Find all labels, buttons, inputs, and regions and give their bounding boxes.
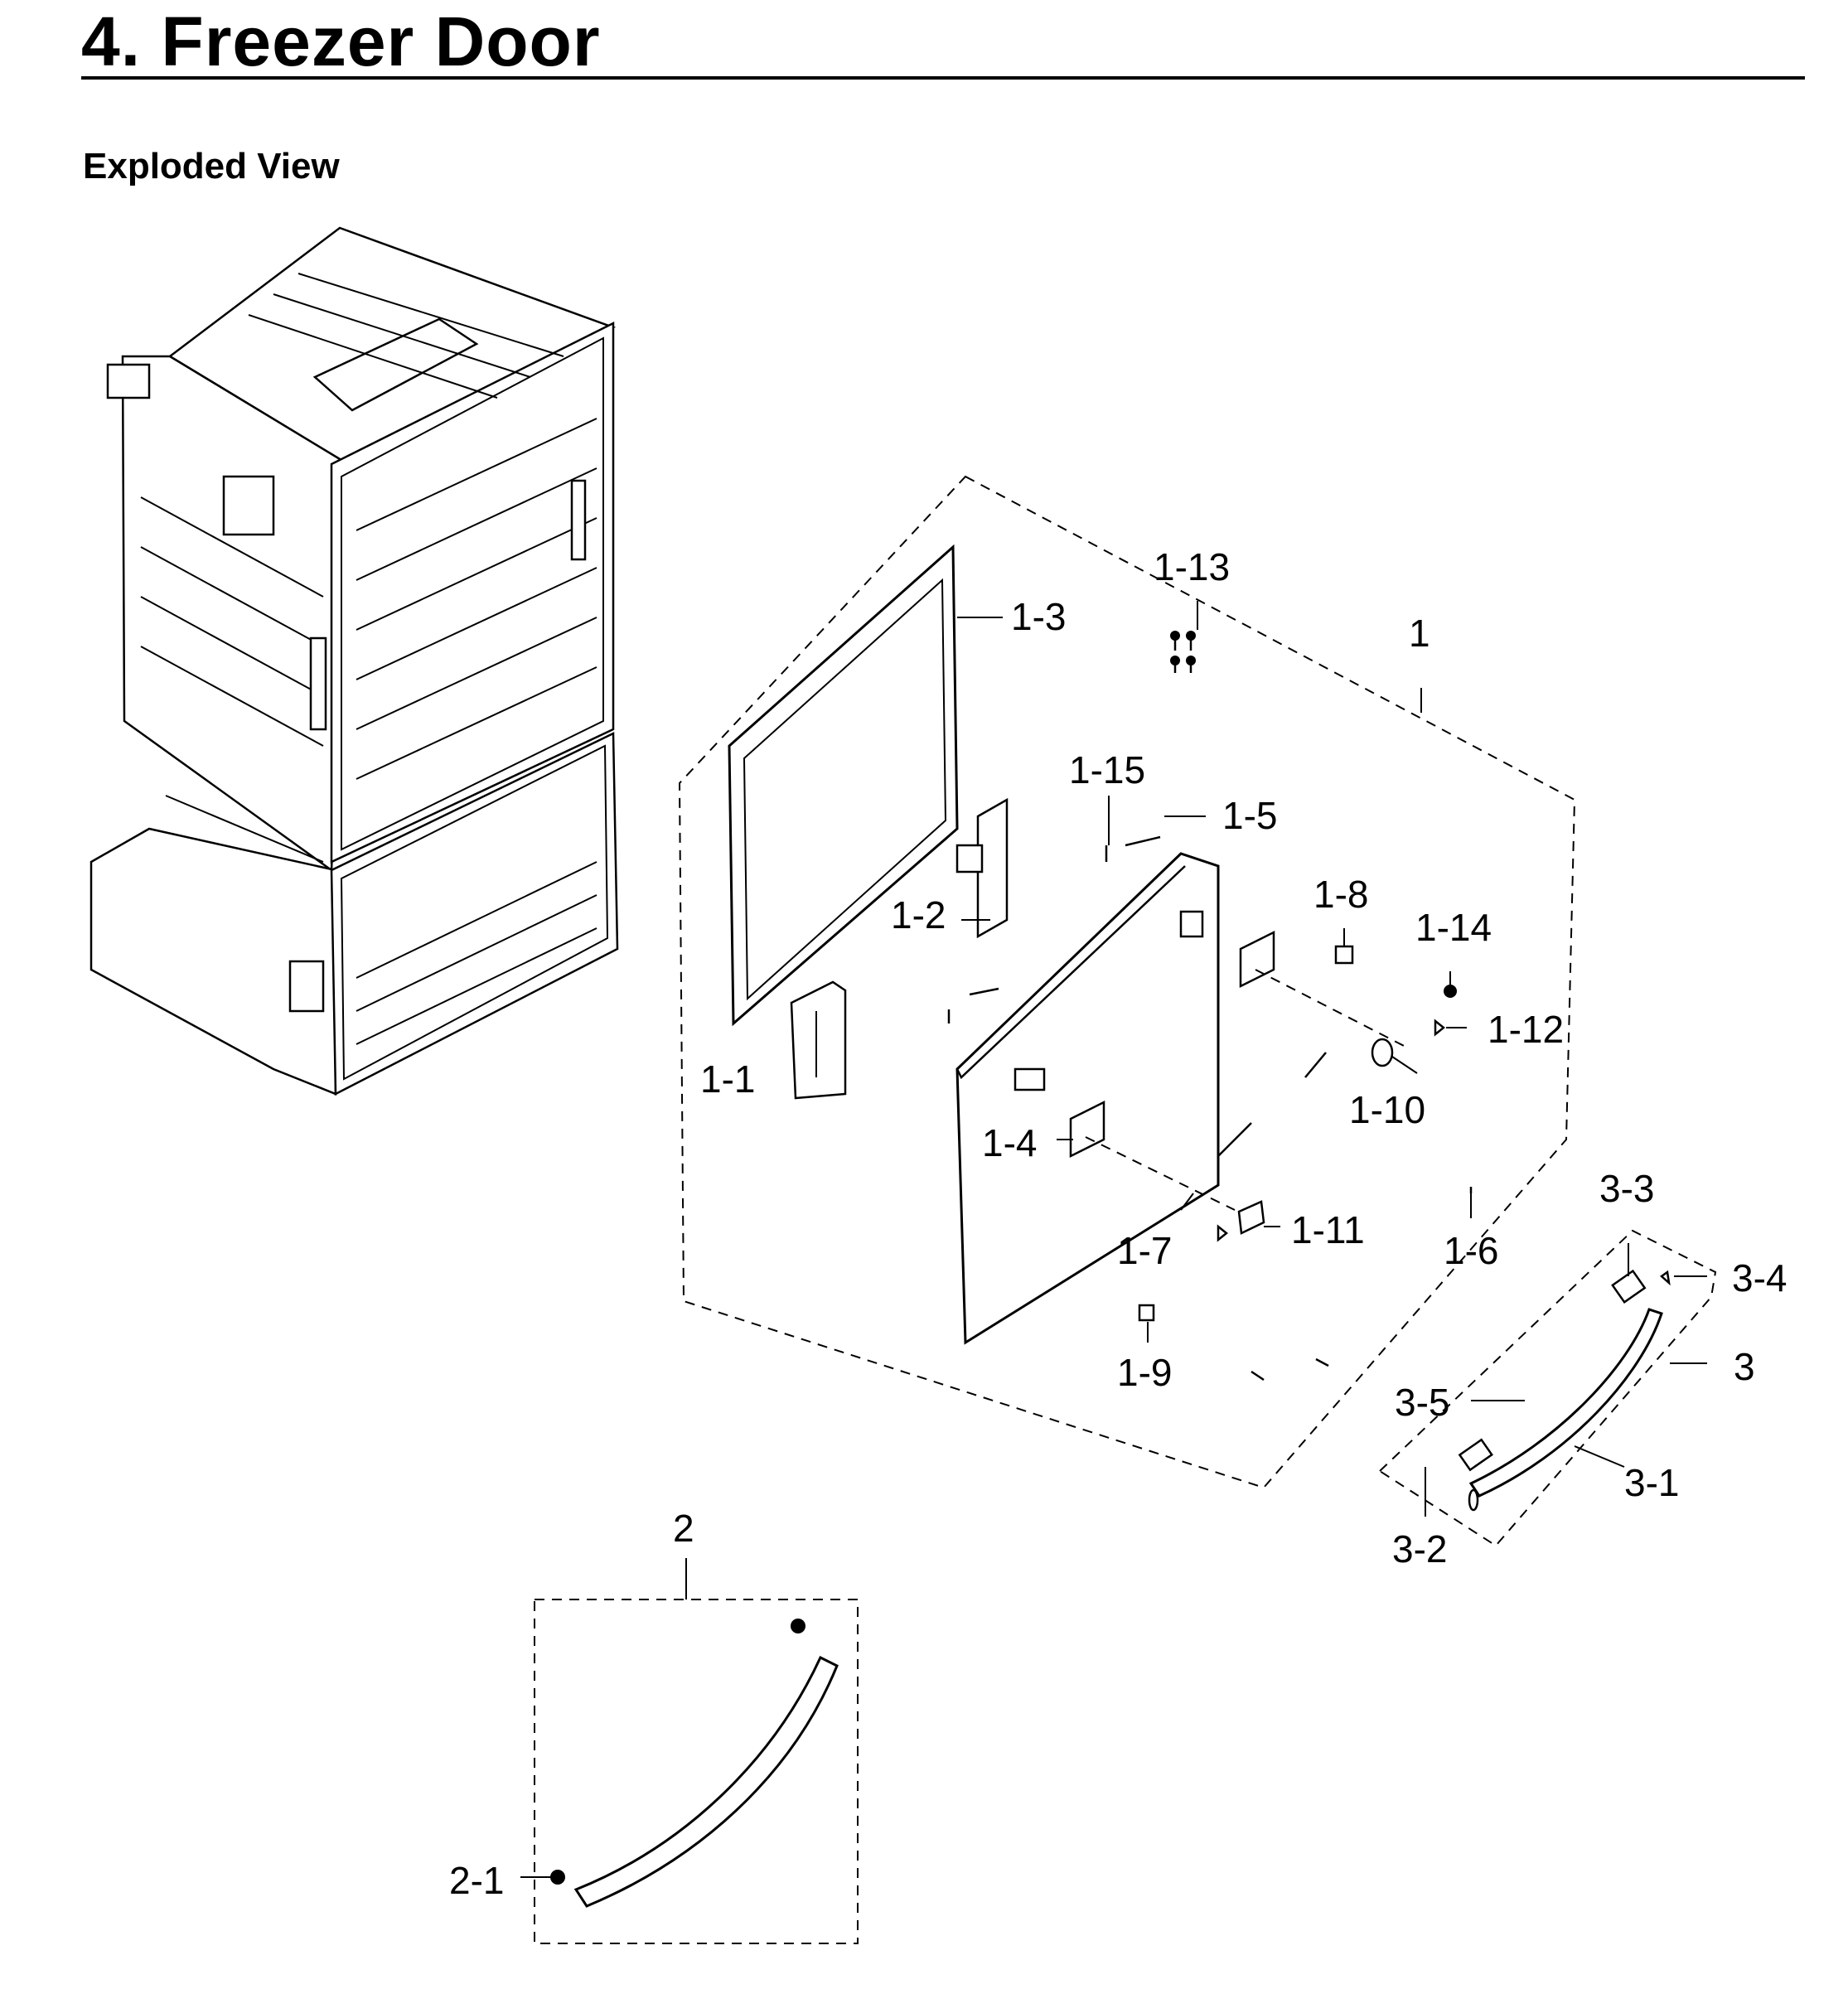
- hinge-plate-lower: [1069, 1100, 1105, 1159]
- callout-1-6: 1-6: [1444, 1229, 1498, 1272]
- callout-1-2: 1-2: [891, 893, 946, 936]
- callout-3-1: 3-1: [1624, 1461, 1679, 1504]
- callout-3-5: 3-5: [1395, 1381, 1449, 1424]
- callout-2: 2: [673, 1507, 694, 1550]
- callout-1-8: 1-8: [1313, 873, 1368, 916]
- section-title: Exploded View: [83, 146, 340, 186]
- screws-1-13: [1170, 631, 1196, 673]
- stopper-1-11: [1237, 1200, 1265, 1235]
- group-1-boundary: [678, 475, 1576, 1489]
- door-gasket: [728, 544, 959, 1027]
- part-1-12: [1434, 1019, 1446, 1037]
- clip-1-9: [1138, 1304, 1155, 1322]
- callout-1-12: 1-12: [1488, 1008, 1564, 1051]
- callout-1-7: 1-7: [1117, 1229, 1172, 1272]
- callout-1-9: 1-9: [1117, 1351, 1172, 1394]
- upper-hinge-bracket: [955, 797, 1009, 939]
- callout-1-4: 1-4: [982, 1121, 1037, 1164]
- callout-1-14: 1-14: [1415, 906, 1492, 949]
- refrigerator-cabinet: [89, 226, 619, 1096]
- freezer-door-panel: [955, 852, 1220, 1345]
- hinge-pin-upper: [1125, 835, 1161, 847]
- callout-1-11: 1-11: [1291, 1208, 1365, 1251]
- callout-3: 3: [1734, 1345, 1755, 1388]
- callout-1-13: 1-13: [1154, 545, 1230, 588]
- freezer-handle: [1458, 1269, 1671, 1512]
- group-3-boundary: [1378, 1229, 1717, 1547]
- clip-1-8: [1334, 945, 1354, 965]
- callout-1-15: 1-15: [1069, 748, 1145, 791]
- stopper-1-10: [1371, 1038, 1394, 1067]
- hinge-pin-lower: [969, 987, 999, 996]
- callout-1-3: 1-3: [1011, 595, 1066, 638]
- hinge-plate-upper: [1239, 930, 1275, 989]
- callout-3-3: 3-3: [1599, 1167, 1654, 1210]
- callout-3-2: 3-2: [1392, 1527, 1447, 1570]
- page-title: 4. Freezer Door: [81, 2, 601, 80]
- callout-2-1: 2-1: [449, 1859, 504, 1902]
- callout-1-5: 1-5: [1222, 794, 1277, 837]
- trim-bar: [550, 1619, 839, 1908]
- lower-hinge-bracket: [790, 980, 847, 1100]
- group-2-boundary: [534, 1599, 859, 1944]
- callout-1-1: 1-1: [700, 1057, 755, 1101]
- callout-1: 1: [1409, 612, 1430, 655]
- callout-1-10: 1-10: [1349, 1088, 1425, 1131]
- callout-3-4: 3-4: [1732, 1256, 1787, 1299]
- title-rule: [81, 76, 1805, 80]
